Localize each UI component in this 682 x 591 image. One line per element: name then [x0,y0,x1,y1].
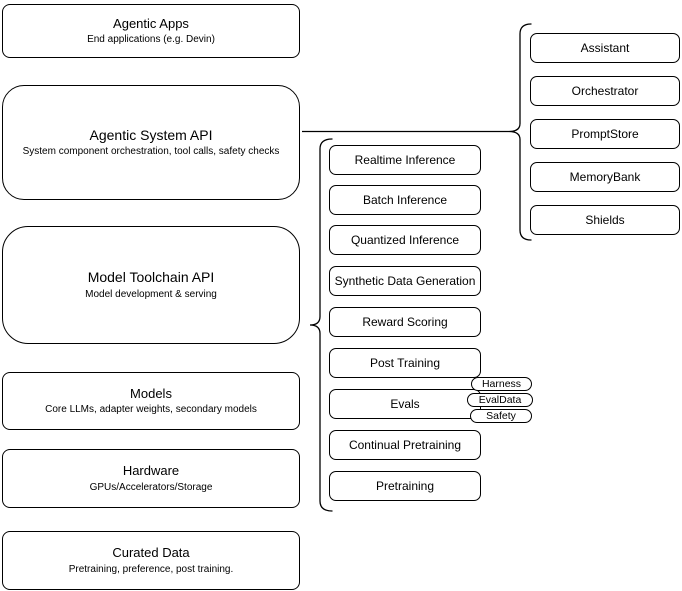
toolchain-item-post-training: Post Training [329,348,481,378]
toolchain-item-evals: Evals [329,389,481,419]
eval-tag-safety: Safety [470,409,532,423]
system-component-assistant: Assistant [530,33,680,63]
toolchain-item-realtime-inference: Realtime Inference [329,145,481,175]
stack-box-models: Models Core LLMs, adapter weights, secon… [2,372,300,430]
toolchain-item-quantized-inference: Quantized Inference [329,225,481,255]
toolchain-item-reward-scoring: Reward Scoring [329,307,481,337]
box-subtitle: System component orchestration, tool cal… [22,146,280,158]
box-subtitle: Core LLMs, adapter weights, secondary mo… [45,404,257,416]
box-subtitle: Pretraining, preference, post training. [68,563,234,575]
box-subtitle: End applications (e.g. Devin) [87,34,215,46]
system-component-shields: Shields [530,205,680,235]
eval-tag-harness: Harness [471,377,532,391]
box-title: Curated Data [112,545,190,561]
stack-box-curated-data: Curated Data Pretraining, preference, po… [2,531,300,590]
toolchain-item-batch-inference: Batch Inference [329,185,481,215]
stack-box-hardware: Hardware GPUs/Accelerators/Storage [2,449,300,508]
box-title: Models [130,385,172,401]
stack-box-agentic-system-api: Agentic System API System component orch… [2,85,300,200]
toolchain-item-synthetic-data-generation: Synthetic Data Generation [329,266,481,296]
box-subtitle: Model development & serving [85,288,217,300]
box-title: Hardware [122,463,180,479]
system-component-promptstore: PromptStore [530,119,680,149]
box-subtitle: GPUs/Accelerators/Storage [89,481,213,493]
toolchain-item-continual-pretraining: Continual Pretraining [329,430,481,460]
stack-box-agentic-apps: Agentic Apps End applications (e.g. Devi… [2,4,300,58]
system-component-orchestrator: Orchestrator [530,76,680,106]
box-title: Agentic System API [89,126,213,143]
eval-tag-evaldata: EvalData [467,393,533,407]
toolchain-brace [309,138,333,512]
box-title: Model Toolchain API [87,269,215,286]
toolchain-item-pretraining: Pretraining [329,471,481,501]
system-component-memorybank: MemoryBank [530,162,680,192]
stack-box-model-toolchain-api: Model Toolchain API Model development & … [2,226,300,344]
system-components-brace [508,23,532,241]
box-title: Agentic Apps [113,15,189,31]
